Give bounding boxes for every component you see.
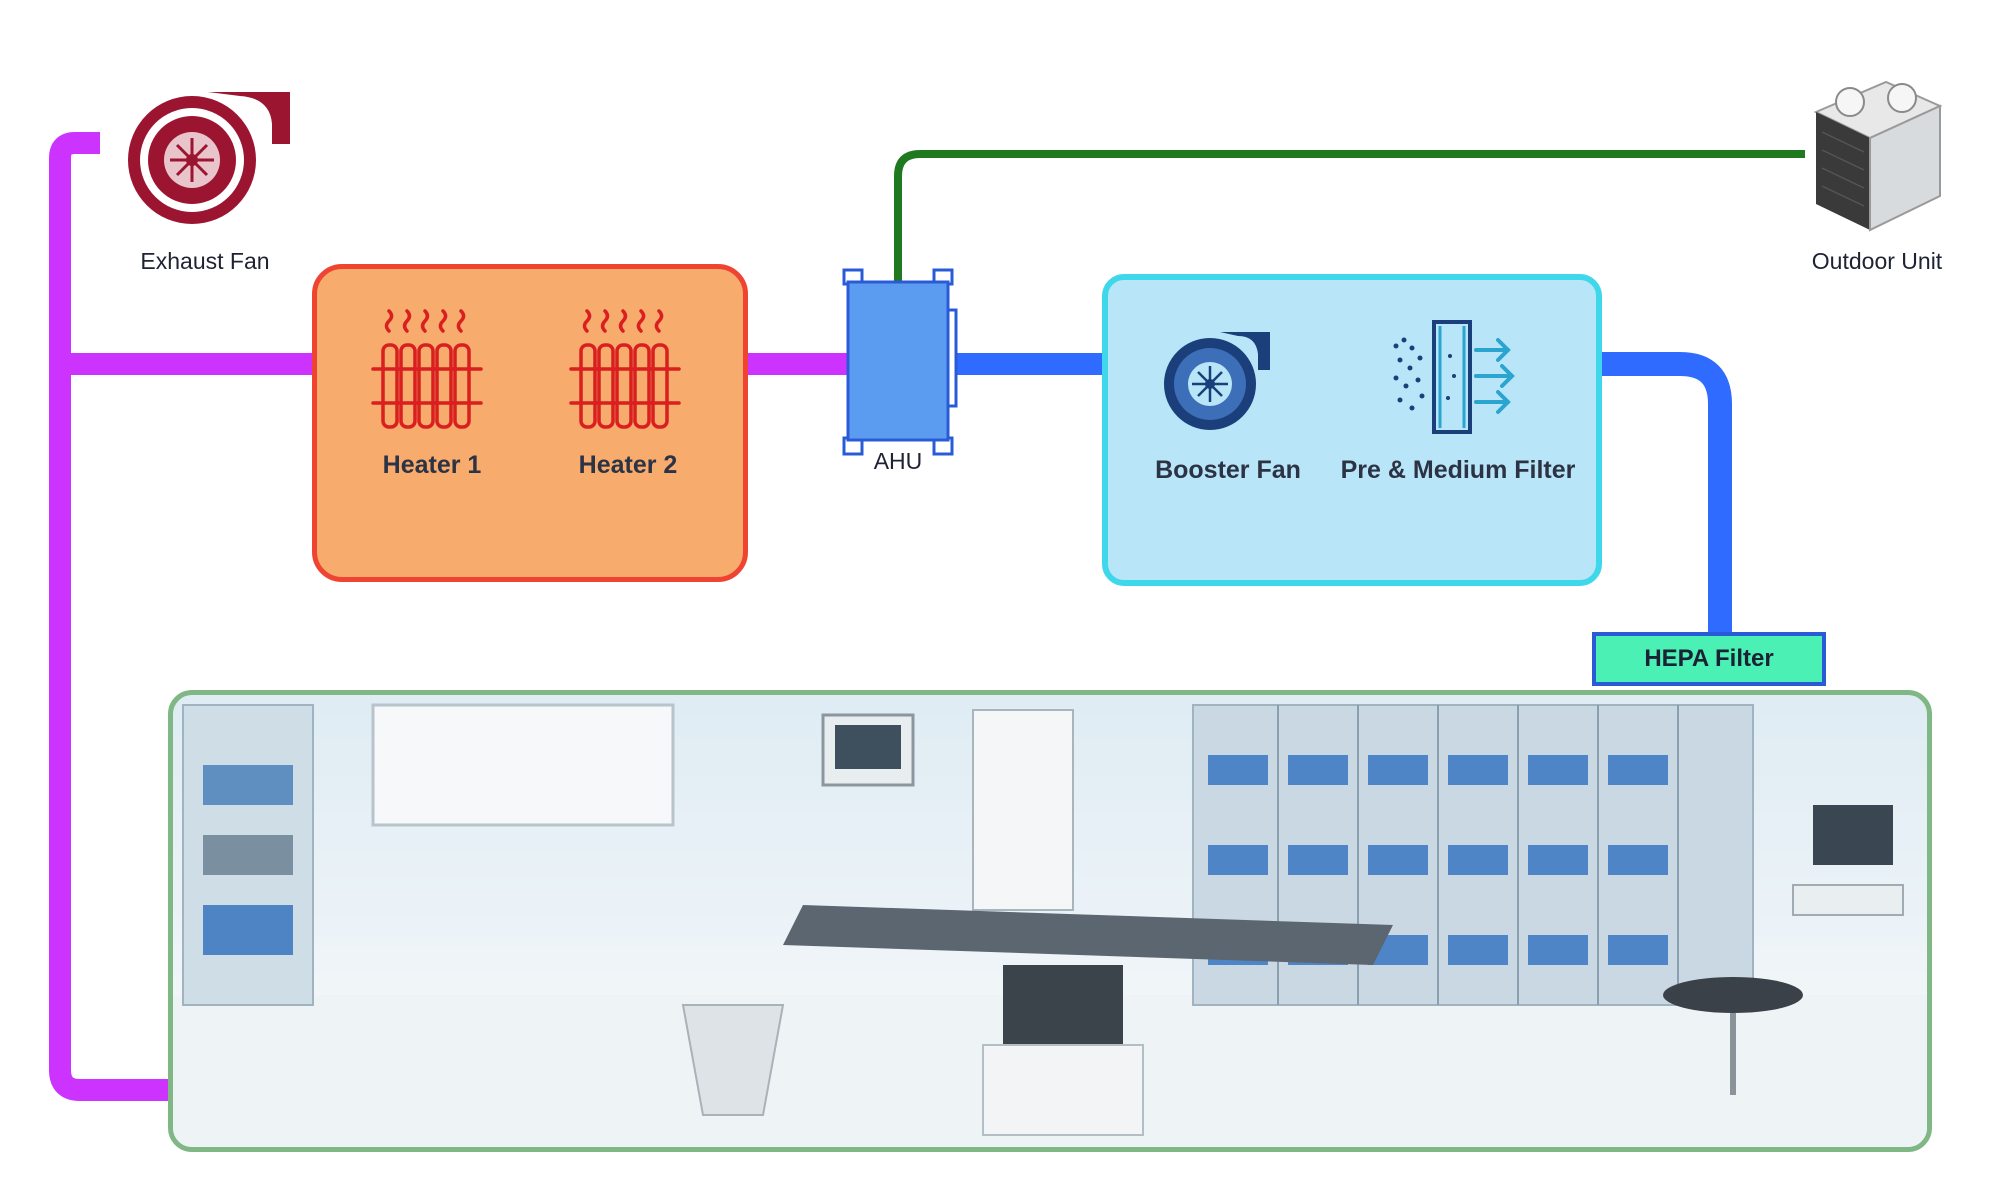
ahu-label: AHU	[873, 448, 923, 474]
storage-cabinets	[1192, 704, 1754, 1006]
booster-module: Booster Fan Pre & Medium Filter	[1102, 274, 1602, 586]
heater-2-label: Heater 2	[578, 451, 678, 479]
booster-fan-icon	[1164, 332, 1270, 430]
heater-module: Heater 1 Heater 2	[312, 264, 748, 582]
heater-1-label: Heater 1	[382, 451, 482, 479]
left-cabinet	[182, 704, 314, 1006]
outdoor-unit-icon	[1813, 80, 1943, 232]
hepa-filter-label: HEPA Filter	[1644, 645, 1774, 672]
refrigerant-line	[894, 150, 1805, 282]
exhaust-fan-icon	[128, 92, 290, 224]
operating-table	[783, 905, 1393, 1136]
operating-room-image	[168, 690, 1932, 1152]
hepa-filter: HEPA Filter	[1592, 632, 1826, 686]
supply-duct-to-hepa	[1598, 352, 1732, 636]
operating-room-illustration	[173, 703, 1927, 1147]
heater-2-icon	[569, 309, 681, 429]
booster-fan-label: Booster Fan	[1155, 456, 1301, 484]
return-duct	[49, 132, 170, 1101]
filter-icon	[1393, 320, 1515, 434]
outdoor-unit-label: Outdoor Unit	[1811, 248, 1943, 274]
exhaust-fan-label: Exhaust Fan	[140, 248, 270, 274]
ahu-icon	[842, 268, 958, 456]
heater-1-icon	[371, 309, 483, 429]
filter-label: Pre & Medium Filter	[1340, 456, 1576, 484]
